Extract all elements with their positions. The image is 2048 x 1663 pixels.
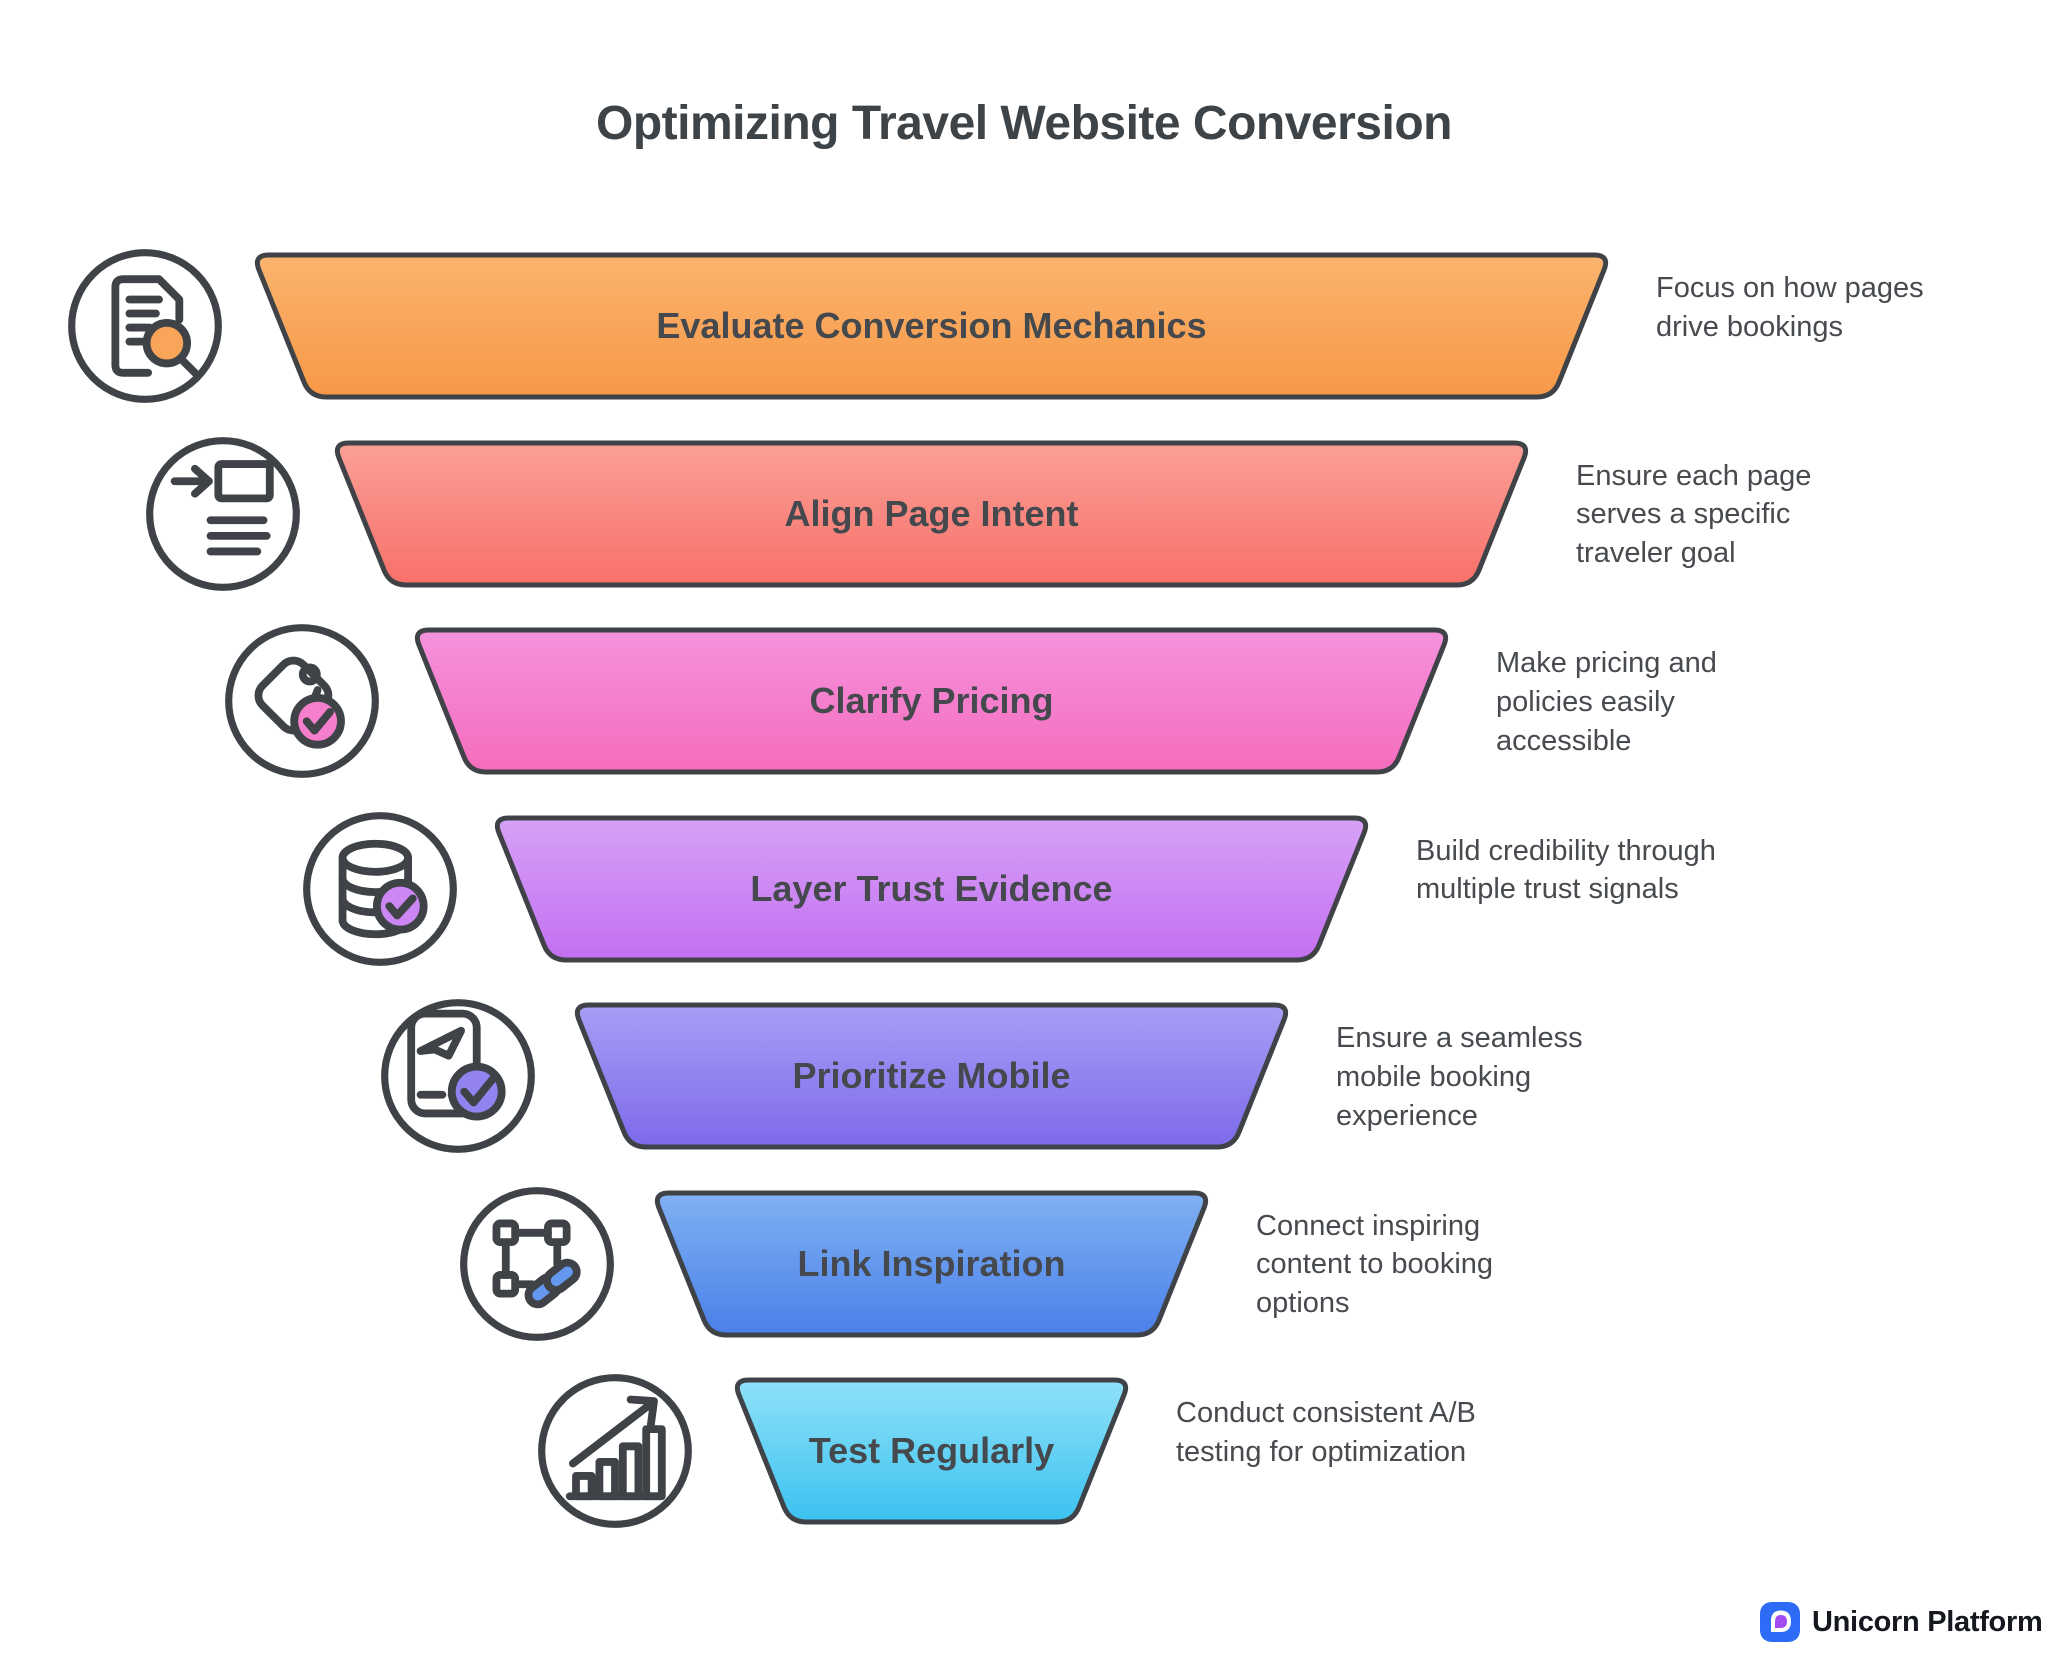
diagram-title: Optimizing Travel Website Conversion: [596, 97, 1452, 150]
funnel-step-description: Ensure a seamless mobile booking experie…: [1336, 1022, 1583, 1132]
page-intent-icon: [146, 436, 301, 591]
funnel-segment: [414, 627, 1449, 775]
funnel-segment: [494, 815, 1369, 962]
funnel-segment: [734, 1377, 1129, 1525]
document-search-icon: [68, 249, 222, 403]
funnel-segment: [254, 252, 1609, 400]
funnel-step-description: Conduct consistent A/B testing for optim…: [1176, 1397, 1476, 1468]
funnel-segment: [654, 1190, 1209, 1337]
brand-name: Unicorn Platform: [1812, 1606, 2043, 1638]
funnel-step-description: Connect inspiring content to booking opt…: [1256, 1209, 1494, 1320]
mobile-check-icon: [381, 999, 536, 1153]
funnel-step-description: Build credibility through multiple trust…: [1416, 834, 1716, 906]
funnel-step-description: Ensure each page serves a specific trave…: [1576, 459, 1812, 570]
price-tag-check-icon: [224, 624, 379, 778]
database-check-icon: [302, 811, 457, 966]
growth-chart-icon: [537, 1374, 692, 1528]
funnel-step-description: Make pricing and policies easily accessi…: [1496, 647, 1717, 757]
funnel-step-description: Focus on how pages drive bookings: [1656, 272, 1924, 343]
selection-link-icon: [459, 1186, 614, 1341]
unicorn-platform-logo-icon: [1760, 1602, 1800, 1642]
funnel-segment: [574, 1002, 1289, 1150]
brand-footer: Unicorn Platform: [1760, 1602, 2043, 1642]
funnel-segment: [334, 440, 1529, 587]
